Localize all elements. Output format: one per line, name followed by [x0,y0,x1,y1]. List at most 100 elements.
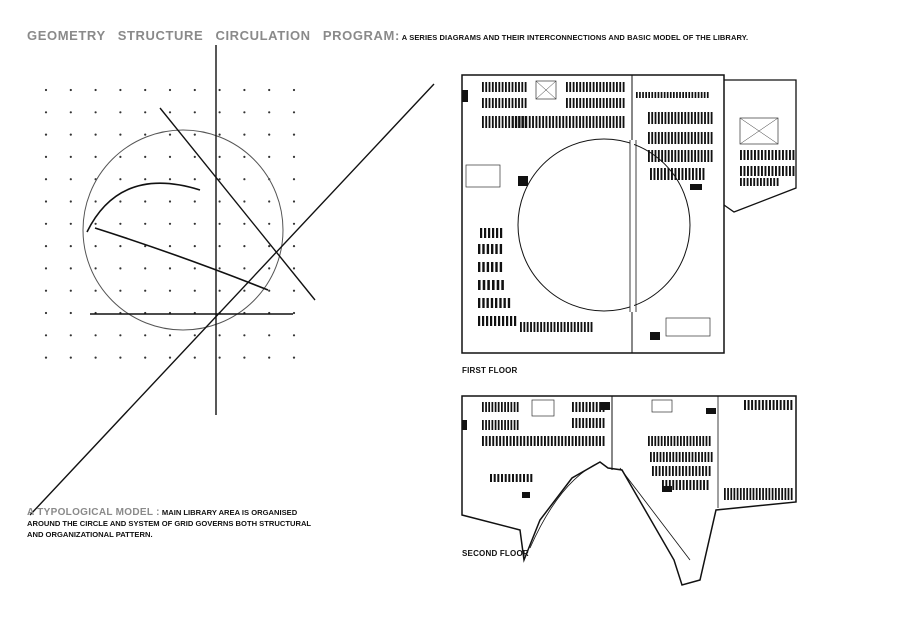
bookshelf [694,452,697,462]
grid-dot [268,155,271,158]
grid-dot [69,356,72,359]
grid-dot [243,356,246,359]
grid-dot [44,155,48,158]
grid-dot [268,267,271,270]
grid-dot [69,178,72,181]
bookshelf [651,436,653,446]
grid-dot [44,245,48,248]
bookshelf [577,322,580,332]
bookshelf [733,488,736,500]
bookshelf [654,132,657,144]
bookshelf [650,168,652,180]
bookshelf [648,132,650,144]
bookshelf [759,488,761,500]
bookshelf [687,112,690,124]
second-floor-plan [461,395,797,586]
bookshelf [485,436,488,446]
bookshelf [566,98,568,108]
grid-dot [218,334,221,337]
bookshelf [563,322,566,332]
bookshelf [575,436,577,446]
bookshelf [484,228,487,238]
bookshelf [675,480,678,490]
bookshelf [698,466,701,476]
bookshelf [769,400,771,410]
bookshelf [660,92,663,98]
bookshelf [781,488,784,500]
bookshelf [592,436,595,446]
bookshelf [488,402,491,412]
bookshelf [664,132,667,144]
grid-dot [218,289,221,292]
bookshelf [558,116,561,128]
bookshelf [697,92,700,98]
bookshelf [668,480,671,490]
bookshelf [523,322,526,332]
caption-text: MAIN LIBRARY AREA IS ORGANISED AROUND TH… [27,508,311,539]
grid-dot [193,155,196,158]
bookshelf [485,82,488,92]
bookshelf [504,474,507,482]
bookshelf [790,488,793,500]
grid-dot [44,222,48,225]
bookshelf [599,116,602,128]
bookshelf [692,466,694,476]
bookshelf [740,178,742,186]
bookshelf [488,228,491,238]
bookshelf [707,452,710,462]
bookshelf [508,474,511,482]
grid-dot [292,222,296,225]
bookshelf [707,150,710,162]
bookshelf [679,480,681,490]
bookshelf [502,316,505,326]
bookshelf [507,402,510,412]
bookshelf [743,166,746,176]
bookshelf [616,82,618,92]
bookshelf [671,112,673,124]
bookshelf [702,168,705,180]
grid-dot [119,222,122,225]
bookshelf [612,116,615,128]
bookshelf [557,322,559,332]
bookshelf [488,116,491,128]
first-floor-circle [517,138,691,312]
grid-dot [292,245,296,248]
bookshelf [491,262,494,272]
grid-dot [292,111,296,114]
bookshelf [662,480,664,490]
grid-dot [119,111,122,114]
grid-dot [44,334,48,337]
grid-dot [69,289,72,292]
bookshelf [675,466,678,476]
bookshelf [552,116,555,128]
bookshelf [768,166,770,176]
bookshelf [782,166,784,176]
bookshelf [511,82,514,92]
first-floor-east-wing [723,79,797,213]
bookshelf [546,322,549,332]
bookshelf [682,466,684,476]
grid-dot [119,289,122,292]
bookshelf [490,298,494,308]
typological-model-caption: A TYPOLOGICAL MODEL : MAIN LIBRARY AREA … [27,507,317,540]
grid-dot [193,88,196,92]
grid-dot [292,356,296,359]
bookshelf [488,436,491,446]
bookshelf [651,92,654,98]
grid-dot [292,311,296,315]
grid-dot [268,289,271,292]
bookshelf [606,82,608,92]
grid-dot [94,334,97,337]
bookshelf [494,316,497,326]
bookshelf [657,132,660,144]
bookshelf [650,452,652,462]
grid-dot [168,111,172,114]
grid-dot [268,200,271,203]
bookshelf [707,132,710,144]
bookshelf [707,112,710,124]
bookshelf [763,178,766,186]
bookshelf [589,82,592,92]
bookshelf [583,322,586,332]
bookshelf [505,98,507,108]
